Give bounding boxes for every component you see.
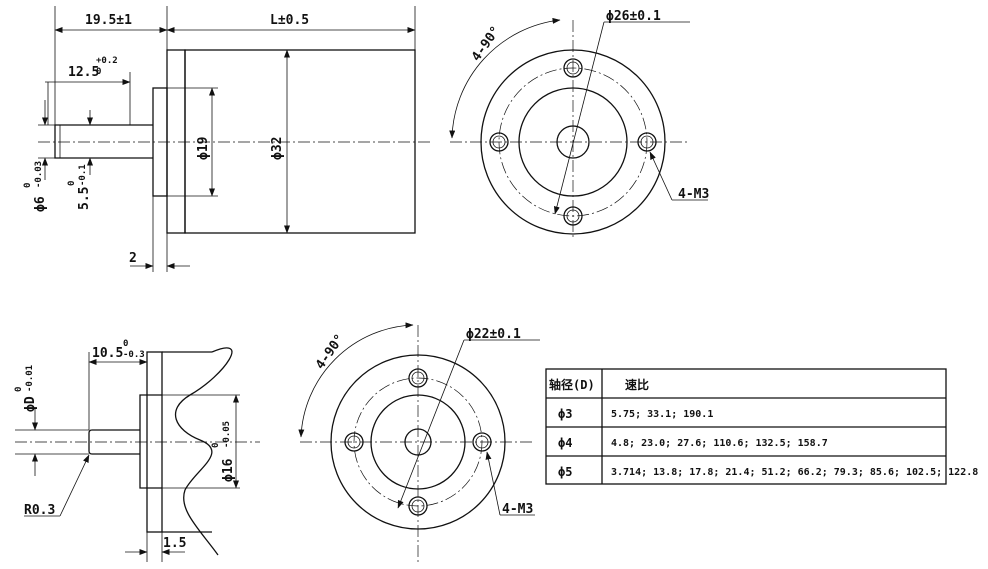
dim-bottom-holes: 4-M3 <box>502 502 533 517</box>
top-side-view: 19.5±1 L±0.5 12.5 +0.2 0 ϕ6 0 -0.03 5.5 … <box>23 6 430 272</box>
dim-flat-height-tol-upper: 0 <box>67 181 77 186</box>
table-row-ratios: 5.75; 33.1; 190.1 <box>611 409 713 420</box>
flange-plate-outline <box>166 49 186 234</box>
dim-shaft-dia-d-tol-upper: 0 <box>14 387 24 392</box>
bottom-side-view: 10.5 0 -0.3 ϕD 0 -0.01 R0.3 ϕ16 0 -0.05 … <box>14 339 260 562</box>
shaft-outline <box>54 124 153 159</box>
dim-shaft-flat: 12.5 <box>68 65 99 80</box>
bottom-front-view: ϕ22±0.1 4-90° 4-M3 <box>298 322 540 562</box>
table-header-shaft: 轴径(D) <box>549 377 595 392</box>
table-row-shaft: ϕ3 <box>558 407 572 421</box>
dim-holes: 4-M3 <box>678 187 709 202</box>
dim-body-length: L±0.5 <box>270 13 309 28</box>
dim-boss-dia: ϕ16 <box>221 458 236 482</box>
dim-bottom-hole-circle: ϕ22±0.1 <box>466 327 521 342</box>
dim-hole-circle: ϕ26±0.1 <box>606 9 661 24</box>
dim-shaft-total: 19.5±1 <box>85 13 132 28</box>
dim-boss-dia-tol-upper: 0 <box>211 443 221 448</box>
dim-radius: R0.3 <box>24 503 55 518</box>
dim-shaft-flat-tol-upper: +0.2 <box>96 56 118 66</box>
dim-boss-dia-tol-lower: -0.05 <box>222 421 232 448</box>
dim-shaft-dia: ϕ6 <box>33 196 48 212</box>
bottom-shaft-outline <box>88 429 140 455</box>
dim-shaft-length: 10.5 <box>92 346 123 361</box>
table-row-ratios: 3.714; 13.8; 17.8; 21.4; 51.2; 66.2; 79.… <box>611 467 978 478</box>
dim-flange-dia: ϕ19 <box>196 137 211 160</box>
top-front-view: ϕ26±0.1 4-90° 4-M3 <box>449 9 709 240</box>
table-row-shaft: ϕ4 <box>558 436 572 450</box>
dim-shaft-dia-tol-lower: -0.03 <box>34 161 44 188</box>
motor-body-outline <box>184 49 416 234</box>
table-row-shaft: ϕ5 <box>558 465 572 479</box>
dim-shaft-dia-d: ϕD <box>23 396 38 412</box>
dim-flat-height: 5.5 <box>77 187 92 210</box>
break-line <box>175 347 233 556</box>
table-header-ratio: 速比 <box>625 377 649 392</box>
dim-shaft-flat-tol-lower: 0 <box>96 67 101 77</box>
dim-shaft-length-tol-upper: 0 <box>123 339 128 349</box>
bottom-boss-outline <box>139 394 162 489</box>
table-row-ratios: 4.8; 23.0; 27.6; 110.6; 132.5; 158.7 <box>611 438 828 449</box>
dim-flange-thickness: 2 <box>129 251 137 266</box>
dim-shaft-length-tol-lower: -0.3 <box>123 350 145 360</box>
dim-angle: 4-90° <box>469 24 504 65</box>
dim-shaft-dia-tol-upper: 0 <box>23 183 33 188</box>
dim-flat-height-tol-lower: -0.1 <box>78 164 88 186</box>
dim-bottom-flange-thickness: 1.5 <box>163 536 186 551</box>
ratio-table: 轴径(D) 速比 ϕ3 5.75; 33.1; 190.1 ϕ4 4.8; 23… <box>545 368 978 485</box>
dim-body-dia: ϕ32 <box>270 137 285 160</box>
dim-shaft-dia-d-tol-lower: -0.01 <box>25 365 35 392</box>
